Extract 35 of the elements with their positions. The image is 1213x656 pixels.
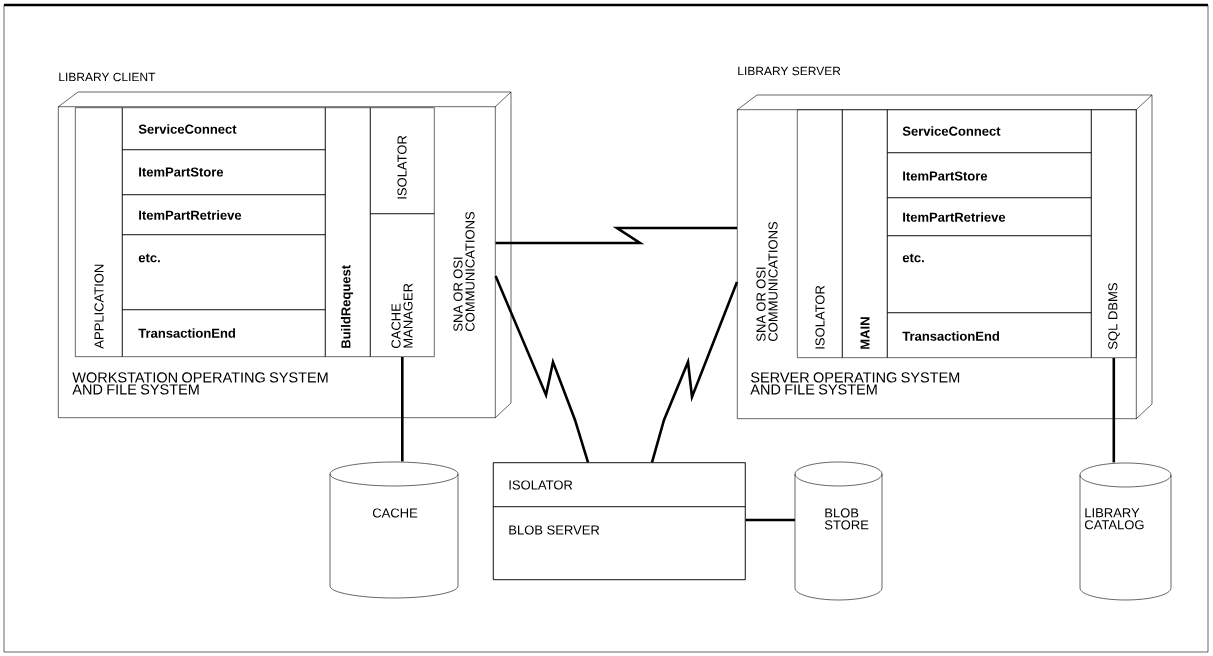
database-cylinder: CACHE <box>329 461 459 599</box>
module-box: ServiceConnect <box>887 109 1092 153</box>
node-label: LIBRARY CLIENT <box>59 72 156 82</box>
module-box: BLOB SERVER <box>493 506 746 580</box>
node-label: BLOB STORE <box>824 508 869 530</box>
module-box: etc. <box>887 235 1092 313</box>
communications-layer: SNA OR OSI COMMUNICATIONS <box>756 221 778 342</box>
module-box: ItemPartStore <box>122 149 326 195</box>
connection-line <box>650 281 739 463</box>
database-cylinder: LIBRARY CATALOG <box>1079 462 1172 601</box>
connection-line <box>745 518 795 522</box>
connection-line <box>1112 358 1116 463</box>
module-box: CACHE MANAGER <box>370 213 435 357</box>
module-box: etc. <box>122 234 326 310</box>
module-box: APPLICATION <box>75 107 123 357</box>
module-box: SQL DBMS <box>1091 109 1137 358</box>
module-box: MAIN <box>842 109 888 358</box>
connection-line <box>401 357 404 462</box>
database-cylinder: BLOB STORE <box>794 461 883 601</box>
connection-line <box>495 226 737 245</box>
node-label: LIBRARY CATALOG <box>1084 508 1144 530</box>
node-label: CACHE <box>372 508 418 518</box>
module-box: ISOLATOR <box>493 462 746 507</box>
module-box: ServiceConnect <box>122 107 326 150</box>
module-box: ISOLATOR <box>797 109 843 358</box>
module-box: TransactionEnd <box>122 309 326 357</box>
module-box: BuildRequest <box>325 107 371 357</box>
module-box: ItemPartRetrieve <box>887 197 1092 236</box>
module-box: ItemPartRetrieve <box>122 194 326 235</box>
communications-layer: SNA OR OSI COMMUNICATIONS <box>453 211 475 332</box>
module-box: TransactionEnd <box>887 312 1092 358</box>
connection-line <box>494 275 590 463</box>
node-label: LIBRARY SERVER <box>738 66 841 76</box>
module-box: ItemPartStore <box>887 152 1092 198</box>
module-box: ISOLATOR <box>370 107 435 214</box>
